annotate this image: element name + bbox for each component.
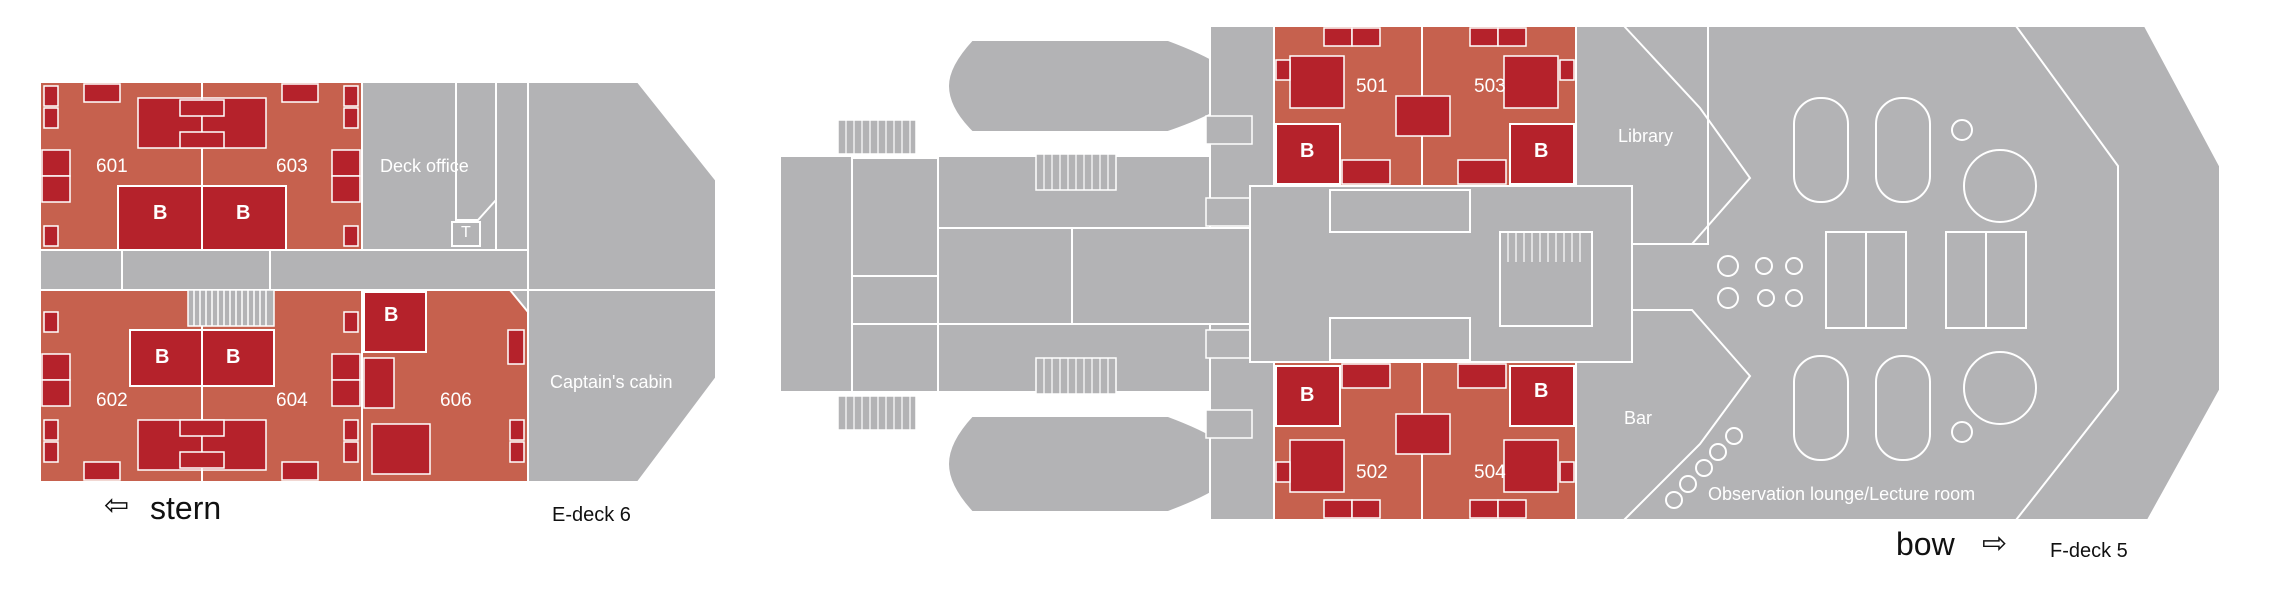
lounge-label: Observation lounge/Lecture room bbox=[1708, 484, 1976, 504]
deck-office-label: Deck office bbox=[380, 156, 469, 176]
deck5-plan bbox=[779, 25, 2221, 521]
deck5-aft-mid bbox=[851, 275, 939, 393]
deck5-stair-treads bbox=[845, 120, 1109, 430]
cabin-beds-small bbox=[137, 97, 431, 475]
deck5-cabin-fixtures bbox=[1275, 27, 1575, 519]
toilet-box bbox=[451, 221, 481, 247]
library-label: Library bbox=[1618, 126, 1674, 146]
lounge-furniture bbox=[1665, 97, 2037, 509]
cabin-602-label: 602 bbox=[96, 390, 128, 411]
lobby-booth bbox=[1329, 317, 1471, 361]
lobby-stair-treads bbox=[1507, 232, 1581, 262]
bed-mark: B bbox=[226, 346, 241, 368]
bar-label: Bar bbox=[1624, 408, 1653, 428]
cabin-fixtures bbox=[41, 83, 525, 481]
cabin-601-label: 601 bbox=[96, 156, 128, 177]
deck6-name: E-deck 6 bbox=[552, 504, 631, 526]
bed-mark: B bbox=[236, 202, 251, 224]
bed-mark: B bbox=[384, 304, 399, 326]
lobby-booth bbox=[1329, 189, 1471, 233]
lifeboat-bottom bbox=[946, 415, 1240, 513]
cabin-504-label: 504 bbox=[1474, 462, 1506, 483]
lounge-wall bbox=[1623, 25, 1752, 245]
cabin-502-label: 502 bbox=[1356, 462, 1388, 483]
cabin-606-label: 606 bbox=[440, 390, 472, 411]
stern-arrow: ⇦ bbox=[104, 489, 130, 522]
toilet-symbol: T bbox=[461, 224, 471, 241]
central-lobby bbox=[1249, 185, 1633, 363]
deck6-plan bbox=[39, 81, 717, 483]
captains-cabin-label: Captain's cabin bbox=[550, 372, 673, 392]
bed-mark: B bbox=[155, 346, 170, 368]
library-wall bbox=[1575, 26, 1709, 245]
deck6-stairs bbox=[187, 289, 275, 327]
cabin-501-label: 501 bbox=[1356, 76, 1388, 97]
bed-mark: B bbox=[153, 202, 168, 224]
deck5-b-beds bbox=[1275, 123, 1575, 427]
bed-mark: B bbox=[1300, 140, 1315, 162]
stern-label: stern bbox=[150, 490, 222, 526]
deck6-b-beds bbox=[117, 185, 427, 387]
lounge-wall bbox=[1623, 309, 1752, 521]
deck6-divider bbox=[455, 82, 497, 221]
deck5-name: F-deck 5 bbox=[2050, 540, 2128, 562]
cabin-503-label: 503 bbox=[1474, 76, 1506, 97]
bed-mark: B bbox=[1534, 380, 1549, 402]
cabin-603-label: 603 bbox=[276, 156, 308, 177]
lobby-stairs bbox=[1499, 231, 1593, 327]
bow-wall bbox=[2015, 25, 2119, 521]
cabin-604-label: 604 bbox=[276, 390, 308, 411]
lifeboat-top bbox=[946, 39, 1240, 133]
bow-label: bow bbox=[1896, 526, 1955, 562]
bed-mark: B bbox=[1534, 140, 1549, 162]
deck5-aft-mid bbox=[851, 157, 939, 277]
bed-mark: B bbox=[1300, 384, 1315, 406]
deck5-corridor-inner bbox=[937, 227, 1301, 325]
bow-arrow: ⇨ bbox=[1982, 527, 2008, 560]
